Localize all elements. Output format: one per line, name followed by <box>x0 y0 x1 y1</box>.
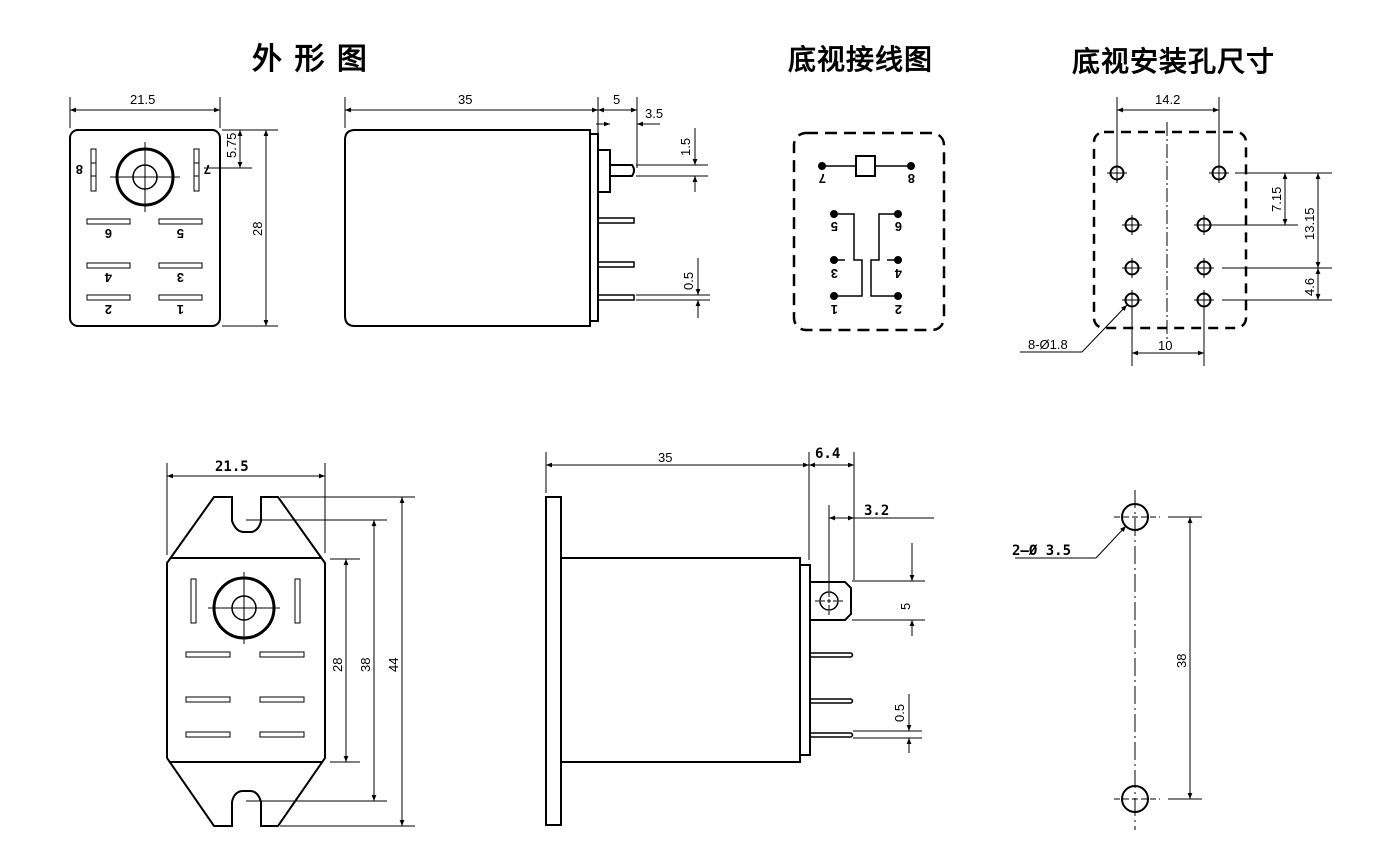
dim-bottom-side-length: 35 <box>658 450 672 465</box>
wiring-diagram <box>792 131 946 332</box>
mounting-hole-icon <box>1107 163 1229 310</box>
bottom-side-view <box>545 452 934 826</box>
dim-bottom-front-slot-spacing: 38 <box>358 658 373 672</box>
pin-label: 4 <box>104 270 112 285</box>
pin-label: 8 <box>908 171 915 186</box>
title-mounting: 底视安装孔尺寸 <box>1072 45 1276 78</box>
title-wiring: 底视接线图 <box>788 43 934 76</box>
pin-label: 1 <box>831 302 838 317</box>
pin-label: 4 <box>894 266 902 281</box>
flange-holes-view <box>1015 490 1202 830</box>
pin-label: 7 <box>204 162 211 177</box>
pin-label: 6 <box>895 219 902 234</box>
pin-label: 5 <box>831 219 838 234</box>
pin-label: 1 <box>177 302 184 317</box>
dim-bottom-side-hole-offset: 3.2 <box>864 503 889 519</box>
dim-mount-outer-spacing: 14.2 <box>1155 92 1180 107</box>
coil-terminal-icon <box>907 162 915 170</box>
dim-mount-row-pitch: 4.6 <box>1302 278 1317 296</box>
flange-hole-callout: 2—Ø 3.5 <box>1012 543 1071 559</box>
dim-bottom-front-width: 21.5 <box>215 459 249 475</box>
dim-bottom-front-flange-height: 44 <box>386 658 401 672</box>
pin-label: 8 <box>76 162 83 177</box>
pin-label: 7 <box>819 171 826 186</box>
dim-top-front-offset: 5.75 <box>224 133 239 158</box>
dim-mount-inner-spacing: 10 <box>1158 338 1172 353</box>
pin-label: 3 <box>831 266 838 281</box>
hole-callout: 8-Ø1.8 <box>1028 337 1068 352</box>
pin-label: 3 <box>177 270 184 285</box>
dim-top-side-tip: 3.5 <box>645 106 663 121</box>
dim-bottom-front-body-height: 28 <box>330 658 345 672</box>
dim-bottom-side-terminal-width: 5 <box>898 603 913 610</box>
dim-top-side-terminal-width: 1.5 <box>678 138 693 156</box>
top-side-view <box>344 97 710 327</box>
dim-top-front-width: 21.5 <box>130 92 155 107</box>
pin-label: 2 <box>895 302 902 317</box>
dim-bottom-side-terminal: 6.4 <box>815 446 840 462</box>
coil-terminal-icon <box>818 162 826 170</box>
dim-mount-row-offset: 7.15 <box>1269 187 1284 212</box>
dim-bottom-side-pin-thickness: 0.5 <box>892 704 907 722</box>
dim-top-side-pin-thickness: 0.5 <box>681 272 696 290</box>
pin-label: 2 <box>105 302 112 317</box>
mounting-holes-view <box>1020 97 1332 366</box>
dim-top-front-height: 28 <box>250 222 265 236</box>
flange-hole-icon <box>1114 503 1160 813</box>
pin-label: 6 <box>105 226 112 241</box>
top-front-pin-labels: 8 7 6 5 4 3 2 1 <box>76 162 211 317</box>
pin-label: 5 <box>177 226 184 241</box>
title-outline: 外 形 图 <box>252 42 368 77</box>
bottom-front-view <box>166 463 415 827</box>
wiring-pin-labels: 7 8 5 6 3 4 1 2 <box>819 171 915 317</box>
dim-mount-row-total: 13.15 <box>1302 207 1317 240</box>
top-front-view <box>69 97 278 327</box>
dim-flange-hole-spacing: 38 <box>1174 654 1189 668</box>
dim-top-side-length: 35 <box>458 92 472 107</box>
dim-top-side-terminal: 5 <box>613 92 620 107</box>
